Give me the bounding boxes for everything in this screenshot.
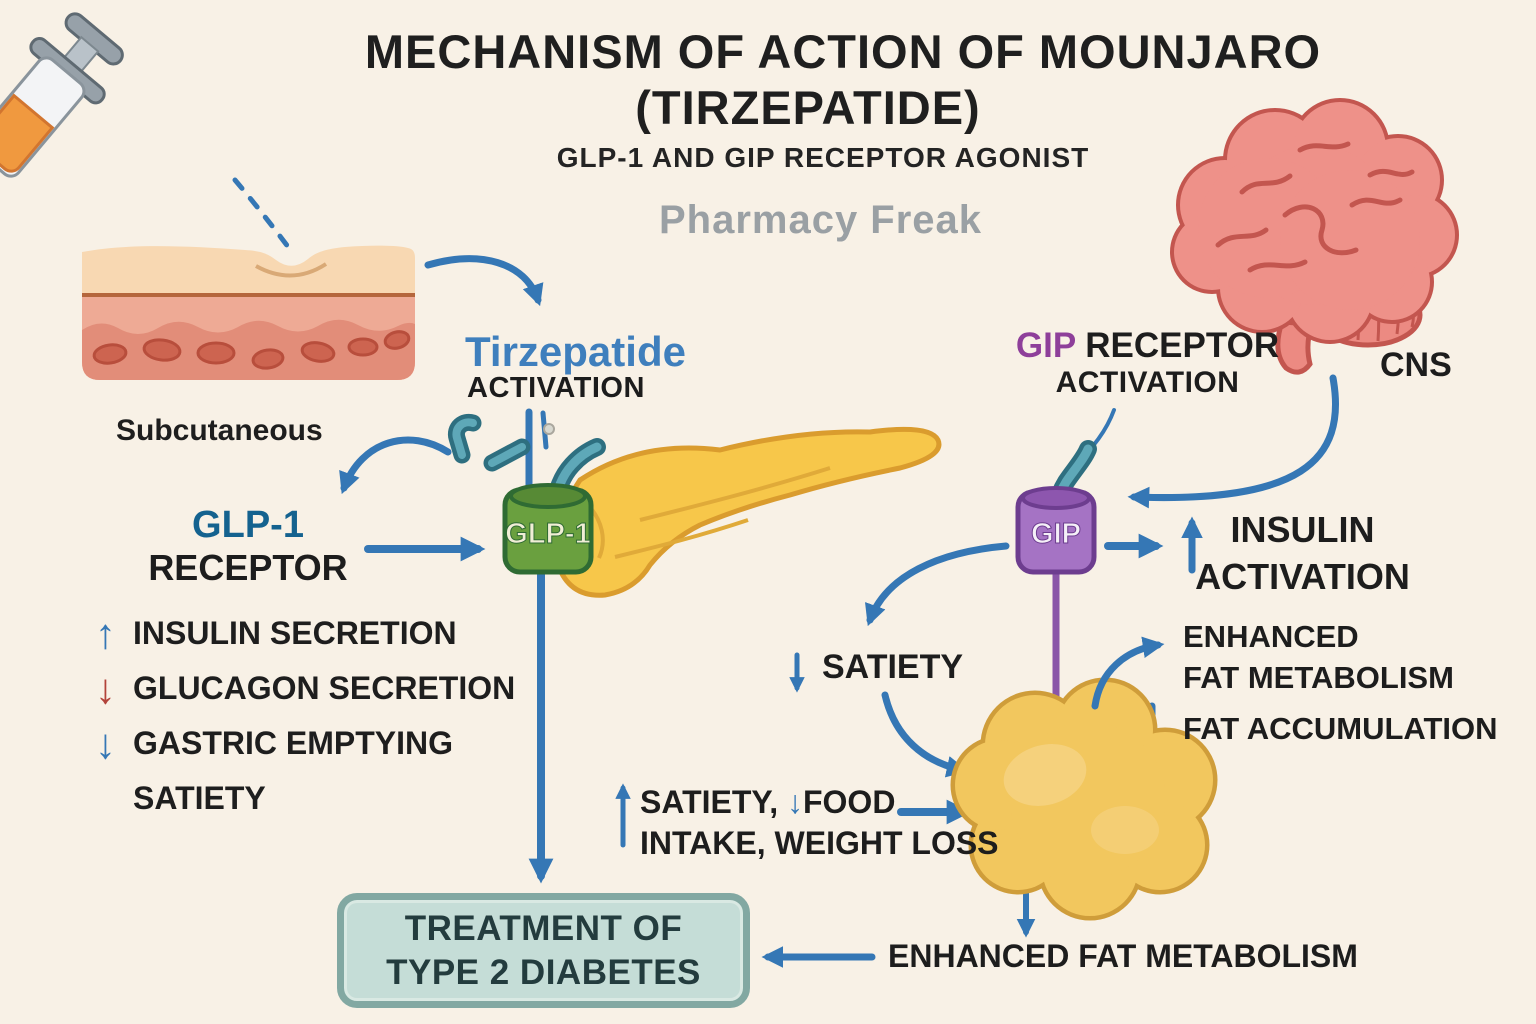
glp1-badge-label: GLP-1 [505, 518, 590, 550]
brain-gyri [1215, 141, 1415, 273]
weight-loss-label: SATIETY, ↓FOOD INTAKE, WEIGHT LOSS [640, 784, 999, 861]
brain-illustration [1170, 98, 1459, 375]
effect-insulin-secretion: ↑ INSULIN SECRETION [95, 609, 457, 657]
glp1-effects-list: ↑ INSULIN SECRETION ↓ GLUCAGON SECRETION… [95, 606, 515, 826]
cns-label: CNS [1380, 346, 1452, 384]
effect-gastric-emptying: ↓ GASTRIC EMPTYING [95, 719, 454, 767]
gip-receptor-label: GIP RECEPTOR ACTIVATION [1005, 326, 1290, 400]
glp1-receptor-badge: GLP-1 [447, 413, 606, 575]
page-title-line2: (TIRZEPATIDE) [635, 81, 981, 134]
cerebrum-fill [1174, 102, 1455, 340]
bottom-enhanced-fat-metabolism-label: ENHANCED FAT METABOLISM [888, 938, 1358, 974]
insulin-activation-label: INSULIN ACTIVATION [1195, 509, 1410, 597]
fat-lobules [92, 330, 411, 370]
watermark: Pharmacy Freak [658, 198, 983, 242]
gip-activation-word: ACTIVATION [1055, 366, 1240, 399]
flow-arrows [339, 255, 1340, 968]
page-subtitle: GLP-1 AND GIP RECEPTOR AGONIST [556, 142, 1090, 173]
gip-receptor-badge: GIP [1015, 440, 1097, 575]
gip-badge-label: GIP [1031, 518, 1081, 550]
effect-glucagon-secretion: ↓ GLUCAGON SECRETION [95, 664, 516, 712]
pancreas-illustration [553, 426, 942, 598]
gip-receptor-word: RECEPTOR [1075, 326, 1280, 365]
skin-illustration [82, 245, 415, 380]
treatment-outcome-box: TREATMENT OF TYPE 2 DIABETES [337, 893, 750, 1008]
fat-cell-illustration [950, 677, 1218, 921]
syringe-icon [0, 12, 124, 178]
up-arrow-icon: ↑ [95, 609, 116, 657]
glp1-receptor-subtitle: RECEPTOR [148, 547, 348, 588]
fat-to-metabolism-arrow [1091, 636, 1165, 710]
down-arrow-icon: ↓ [95, 719, 116, 767]
down-arrow-icon: ↓ [95, 664, 116, 712]
glp1-receptor-title: GLP-1 [192, 504, 304, 546]
fat-accumulation-label: FAT ACCUMULATION [1183, 711, 1498, 746]
effect-satiety: SATIETY [133, 780, 266, 816]
subcutaneous-label: Subcutaneous [116, 414, 323, 447]
tirzepatide-activation-label: ACTIVATION [467, 372, 645, 404]
injection-droplets [232, 177, 295, 255]
enhanced-fat-metabolism-label: ENHANCED FAT METABOLISM [1183, 619, 1454, 695]
glp1-receptor-label: GLP-1 RECEPTOR [148, 504, 348, 589]
page-title-line1: MECHANISM OF ACTION OF MOUNJARO [364, 25, 1322, 78]
tirzepatide-label: Tirzepatide [465, 328, 686, 375]
satiety-label: SATIETY [822, 648, 964, 686]
gip-word: GIP [1015, 326, 1076, 365]
down-arrow-icon: ↓ [786, 784, 803, 820]
